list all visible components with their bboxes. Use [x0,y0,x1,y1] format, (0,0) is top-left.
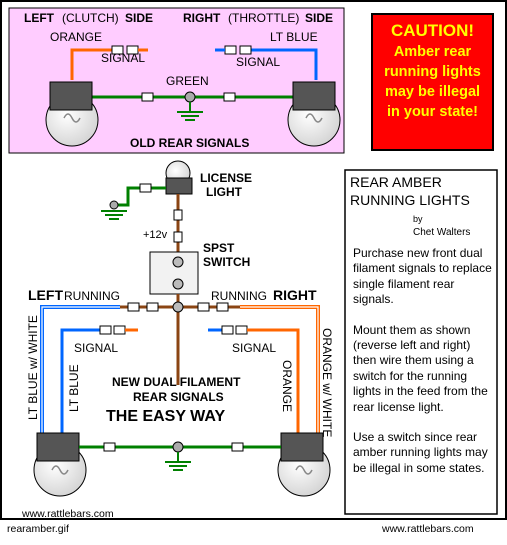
new-left-label: LEFT [28,287,63,303]
license-light-icon [165,160,193,195]
plus12v-label: +12v [143,229,168,241]
old-orange-label: ORANGE [50,30,102,44]
old-left-qualifier: (CLUTCH) [62,11,119,25]
notes-paragraph-2: Mount them as shown (reverse left and ri… [353,322,488,414]
caution-title: CAUTION! [390,21,475,40]
notes-by: by [413,214,423,224]
lt-blue-label: LT BLUE [67,364,81,412]
left-signal-wire [60,325,138,438]
orange-label: ORANGE [280,360,294,412]
feed-wire [173,194,183,252]
old-left-side-label: LEFT [24,11,55,25]
caution-line-2: running lights [384,64,481,80]
switch-label-1: SPST [203,241,235,255]
notes-paragraph-3: Use a switch since rear amber running li… [353,430,488,475]
caution-line-3: may be illegal [384,84,481,100]
caution-box: CAUTION! Amber rear running lights may b… [371,13,494,151]
orange-white-label: ORANGE w/ WHITE [320,328,334,437]
old-green-ground-wire [90,91,300,121]
spst-switch-icon [149,251,199,295]
footer-left-url: www.rattlebars.com [22,508,114,520]
caption-line-2: REAR SIGNALS [133,390,224,404]
left-running-label: RUNNING [64,289,120,303]
left-running-wire [40,305,120,438]
new-signal-left-label: SIGNAL [74,341,118,355]
switch-label-2: SWITCH [203,255,250,269]
footer-filename: rearamber.gif [7,523,69,535]
caption-line-1: NEW DUAL FILAMENT [112,375,241,389]
notes-box [344,169,498,515]
caution-line-4: in your state! [386,104,479,120]
old-green-label: GREEN [166,74,209,88]
lt-blue-white-label: LT BLUE w/ WHITE [26,315,40,420]
running-lights-wiring [120,294,240,385]
license-light-label-2: LIGHT [206,185,243,199]
license-light-label-1: LICENSE [200,171,252,185]
caution-line-1: Amber rear [393,44,472,60]
old-right-blue-wire [215,45,318,80]
caption-line-3: THE EASY WAY [106,408,225,425]
old-lt-blue-label: LT BLUE [270,30,318,44]
old-right-side-label: RIGHT [183,11,221,25]
old-signal-right-label: SIGNAL [236,55,280,69]
notes-title-1: REAR AMBER [350,174,442,190]
new-right-bulb-icon [277,432,331,497]
new-right-label: RIGHT [273,287,317,303]
notes-body: Purchase new front dual filament signals… [353,246,493,491]
old-right-qualifier: (THROTTLE) [228,11,299,25]
right-running-wire [240,305,320,438]
new-left-bulb-icon [33,432,87,497]
footer-right-url: www.rattlebars.com [382,523,474,535]
notes-title-2: RUNNING LIGHTS [350,192,470,208]
right-running-label: RUNNING [211,289,267,303]
new-green-ground-wire [79,441,281,471]
notes-author: Chet Walters [413,227,470,238]
old-right-bulb-icon [287,81,341,147]
notes-paragraph-1: Purchase new front dual filament signals… [353,246,492,307]
old-left-bulb-icon [45,81,99,147]
old-left-side-word: SIDE [125,11,153,25]
right-signal-wire [208,325,300,438]
old-left-orange-wire [70,45,148,80]
new-signal-right-label: SIGNAL [232,341,276,355]
old-panel-title: OLD REAR SIGNALS [130,136,249,150]
license-ground-wire [100,183,166,220]
old-right-side-word: SIDE [305,11,333,25]
